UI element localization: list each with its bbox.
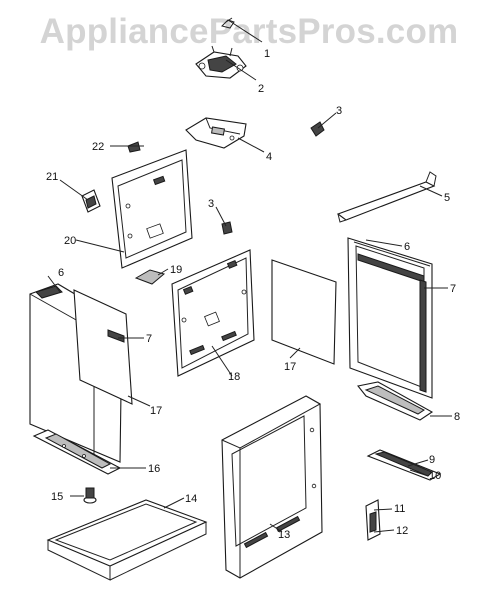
callout-21: 21 <box>46 171 58 183</box>
callout-18: 18 <box>228 371 240 383</box>
callout-13: 13 <box>278 529 290 541</box>
callout-14: 14 <box>185 493 197 505</box>
part-17-insulation-center <box>271 259 337 365</box>
callout-6-right: 6 <box>404 241 410 253</box>
callout-11: 11 <box>394 503 405 515</box>
callout-labels: 1 2 3 3 4 5 6 6 7 7 8 9 10 11 12 13 14 1… <box>46 48 460 541</box>
part-18-rear-panel <box>171 249 255 377</box>
callout-12: 12 <box>396 525 408 537</box>
callout-19: 19 <box>170 264 182 276</box>
callout-20: 20 <box>64 235 76 247</box>
part-4-bracket <box>185 117 247 149</box>
part-21-bracket <box>81 189 101 213</box>
callout-22: 22 <box>92 141 104 153</box>
callout-8: 8 <box>454 411 460 423</box>
callout-3-lower: 3 <box>208 198 214 210</box>
part-17-insulation-left <box>73 289 133 405</box>
callout-2: 2 <box>258 83 264 95</box>
part-1-clip <box>221 17 235 29</box>
part-7-channel-left <box>107 329 125 343</box>
callout-4: 4 <box>266 151 272 163</box>
part-20-back-panel <box>111 149 193 269</box>
callout-3-upper: 3 <box>336 105 342 117</box>
callout-17-left: 17 <box>150 405 162 417</box>
part-6-side-panel-right <box>347 237 433 399</box>
part-15-leveler <box>83 487 97 504</box>
part-9-10-hinge <box>366 449 442 481</box>
callout-15: 15 <box>51 491 63 503</box>
watermark-text: AppliancePartsPros.com <box>39 12 459 51</box>
callout-7-right: 7 <box>450 283 456 295</box>
part-3-screw-lower <box>221 221 233 235</box>
part-5-rail <box>336 171 437 223</box>
part-22-screw <box>127 141 144 153</box>
callout-7-left: 7 <box>146 333 152 345</box>
part-7-channel-right <box>357 253 427 393</box>
callout-16: 16 <box>148 463 160 475</box>
part-19-bracket <box>134 269 166 285</box>
part-2-regulator <box>195 45 247 79</box>
callout-6-left: 6 <box>58 267 64 279</box>
callout-5: 5 <box>444 192 450 204</box>
part-8-rail <box>357 381 434 421</box>
callout-17-center: 17 <box>284 361 296 373</box>
leader-lines <box>47 19 452 533</box>
part-14-drawer <box>46 499 208 581</box>
part-11-12-latch <box>365 499 381 541</box>
callout-10: 10 <box>429 470 441 482</box>
part-13-front-frame <box>221 395 323 579</box>
callout-1: 1 <box>264 48 270 60</box>
callout-9: 9 <box>429 454 435 466</box>
